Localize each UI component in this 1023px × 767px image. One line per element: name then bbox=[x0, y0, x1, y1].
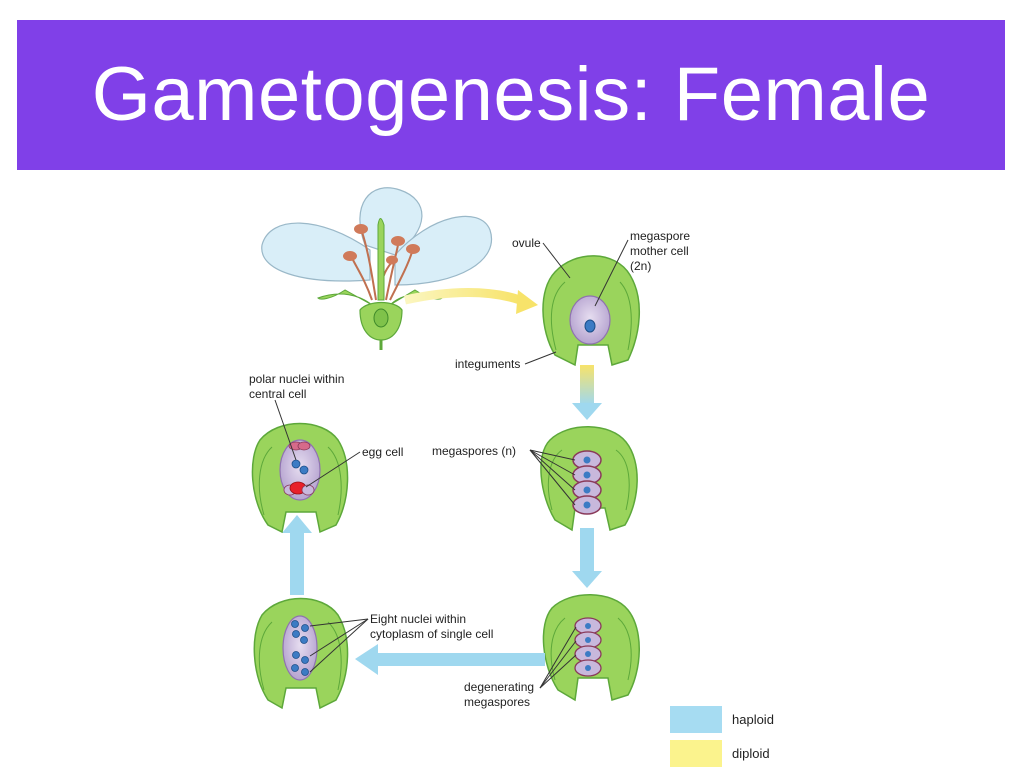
ovule-stage-2 bbox=[540, 426, 638, 532]
slide-title: Gametogenesis: Female bbox=[91, 52, 931, 137]
label-degenerating-megaspores: degenerating bbox=[464, 680, 534, 694]
label-megaspore-mother-cell-ploidy: (2n) bbox=[630, 259, 651, 273]
polar-nucleus bbox=[291, 459, 301, 469]
arrow-flower-to-ovule bbox=[404, 288, 522, 305]
anther bbox=[406, 244, 420, 254]
ovule-stage-1 bbox=[542, 255, 640, 367]
legend-swatch-haploid bbox=[670, 706, 722, 733]
label-megaspores: megaspores (n) bbox=[432, 444, 516, 458]
legend-label-diploid: diploid bbox=[732, 746, 770, 761]
label-degenerating-megaspores: megaspores bbox=[464, 695, 530, 709]
petal-left bbox=[261, 222, 371, 282]
label-polar-nuclei: polar nuclei within bbox=[249, 372, 344, 386]
ovule-stage-5 bbox=[251, 422, 349, 534]
flower-illustration bbox=[261, 187, 493, 350]
label-megaspore-mother-cell: megaspore bbox=[630, 229, 690, 243]
label-egg-cell: egg cell bbox=[362, 445, 403, 459]
embryo-sac bbox=[282, 615, 318, 681]
ovule-stage-3 bbox=[542, 594, 640, 702]
anther bbox=[354, 224, 368, 234]
pistil bbox=[377, 218, 385, 301]
label-ovule: ovule bbox=[512, 236, 541, 250]
polar-nucleus bbox=[299, 465, 309, 475]
anther bbox=[343, 251, 357, 261]
legend-swatch-diploid bbox=[670, 740, 722, 767]
legend-label-haploid: haploid bbox=[732, 712, 774, 727]
petal-right bbox=[394, 215, 493, 286]
ovule-stage-4 bbox=[253, 597, 349, 710]
label-polar-nuclei: central cell bbox=[249, 387, 306, 401]
title-bar: Gametogenesis: Female bbox=[17, 20, 1005, 170]
label-megaspore-mother-cell: mother cell bbox=[630, 244, 689, 258]
anther bbox=[386, 255, 398, 265]
nucleus bbox=[584, 319, 596, 333]
label-eight-nuclei: Eight nuclei within bbox=[370, 612, 466, 626]
label-integuments: integuments bbox=[455, 357, 520, 371]
megaspore-tetrad bbox=[572, 450, 602, 515]
legend: haploid diploid bbox=[670, 706, 774, 767]
label-eight-nuclei: cytoplasm of single cell bbox=[370, 627, 493, 641]
anther bbox=[391, 236, 405, 246]
